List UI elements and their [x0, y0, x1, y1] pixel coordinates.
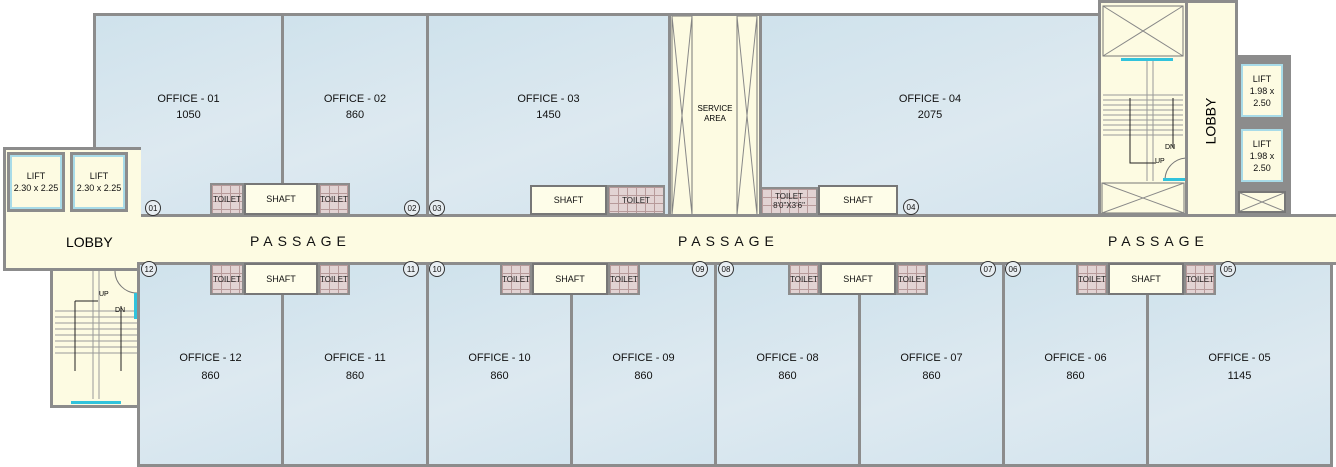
lift-size: 2.30 x 2.25: [76, 183, 122, 193]
office-area: 860: [201, 370, 220, 382]
office-08[interactable]: OFFICE - 08 860: [714, 262, 861, 467]
office-name: OFFICE - 03: [517, 93, 580, 105]
office-07[interactable]: OFFICE - 07 860: [858, 262, 1005, 467]
office-name: OFFICE - 08: [756, 352, 819, 364]
lift-size: 2.30 x 2.25: [13, 183, 59, 193]
duct-right: [1238, 191, 1286, 213]
door-03[interactable]: 03: [429, 200, 445, 216]
passage-label: PASSAGE: [678, 233, 779, 249]
office-10[interactable]: OFFICE - 10 860: [426, 262, 573, 467]
office-name: OFFICE - 09: [612, 352, 675, 364]
stair-core-right: UP DN: [1098, 0, 1188, 216]
office-area: 860: [634, 370, 653, 382]
lift-left-2: LIFT 2.30 x 2.25: [70, 152, 128, 212]
passage-label: PASSAGE: [250, 233, 351, 249]
office-name: OFFICE - 02: [323, 93, 387, 105]
office-area: 860: [922, 370, 941, 382]
lobby-label: LOBBY: [66, 234, 113, 250]
toilet: TOILET: [210, 183, 244, 215]
toilet: TOILET: [608, 263, 640, 295]
stair-left: UP DN: [50, 268, 140, 408]
passage-label: PASSAGE: [1108, 233, 1209, 249]
lift-size: 1.98 x 2.50: [1249, 150, 1275, 173]
shaft: SHAFT: [244, 263, 318, 295]
office-05[interactable]: OFFICE - 05 1145: [1146, 262, 1333, 467]
door-05[interactable]: 05: [1220, 261, 1236, 277]
office-name: OFFICE - 11: [324, 352, 386, 364]
door-07[interactable]: 07: [980, 261, 996, 277]
duct-cross-icon: [1239, 192, 1285, 212]
office-area: 860: [1066, 370, 1085, 382]
toilet: TOILET: [788, 263, 820, 295]
office-name: OFFICE - 05: [1208, 352, 1271, 364]
stair-up-label: UP: [1155, 158, 1165, 165]
shaft: SHAFT: [530, 185, 607, 215]
office-name: OFFICE - 01: [157, 93, 220, 105]
door-08[interactable]: 08: [718, 261, 734, 277]
lift-label: LIFT: [1252, 138, 1272, 149]
shaft-cross-icon: [671, 16, 758, 215]
shaft: SHAFT: [1108, 263, 1184, 295]
shaft: SHAFT: [244, 183, 318, 215]
office-12[interactable]: OFFICE - 12 860: [137, 262, 284, 467]
office-area: 860: [345, 109, 365, 121]
door-06[interactable]: 06: [1005, 261, 1021, 277]
stair-up-label: UP: [99, 291, 109, 298]
door-12[interactable]: 12: [141, 261, 157, 277]
office-name: OFFICE - 04: [898, 93, 962, 105]
stair-dn-label: DN: [1165, 144, 1176, 151]
door-02[interactable]: 02: [404, 200, 420, 216]
office-name: OFFICE - 07: [900, 352, 963, 364]
toilet-size: 8'0"X3'6": [773, 201, 805, 210]
door-11[interactable]: 11: [403, 261, 419, 277]
passage: PASSAGE PASSAGE PASSAGE: [3, 214, 1336, 265]
lift-size: 1.98 x 2.50: [1249, 85, 1275, 108]
office-area: 1145: [1227, 370, 1252, 382]
office-name: OFFICE - 12: [179, 352, 242, 364]
toilet: TOILET: [500, 263, 532, 295]
office-area: 860: [778, 370, 797, 382]
office-name: OFFICE - 10: [468, 352, 531, 364]
toilet: TOILET: [1076, 263, 1108, 295]
service-area-label: SERVICE AREA: [697, 104, 733, 123]
stair-icon: [1101, 5, 1185, 213]
lift-left-1: LIFT 2.30 x 2.25: [7, 152, 65, 212]
toilet: TOILET: [896, 263, 928, 295]
stair-dn-label: DN: [115, 307, 126, 314]
door-01[interactable]: 01: [145, 200, 161, 216]
office-area: 1450: [536, 109, 561, 121]
toilet: TOILET: [318, 183, 350, 215]
toilet: TOILET: [1184, 263, 1216, 295]
office-area: 860: [490, 370, 509, 382]
office-area: 860: [345, 370, 365, 382]
toilet: TOILET: [607, 185, 665, 215]
shaft: SHAFT: [818, 185, 898, 215]
stair-icon: [55, 271, 137, 404]
door-04[interactable]: 04: [903, 199, 919, 215]
office-name: OFFICE - 06: [1044, 352, 1107, 364]
toilet: TOILET: [210, 263, 244, 295]
toilet-label: TOILET: [775, 192, 803, 201]
shaft: SHAFT: [820, 263, 896, 295]
lift-label: LIFT: [89, 171, 109, 181]
door-09[interactable]: 09: [692, 261, 708, 277]
toilet: TOILET: [318, 263, 350, 295]
office-area: 1050: [176, 109, 201, 121]
service-area: SERVICE AREA: [668, 13, 762, 218]
office-06[interactable]: OFFICE - 06 860: [1002, 262, 1149, 467]
lobby-label: LOBBY: [1202, 97, 1219, 145]
lobby-right: LOBBY: [1185, 0, 1238, 218]
lift-label: LIFT: [1252, 73, 1272, 84]
lift-label: LIFT: [26, 171, 46, 181]
office-area: 2075: [917, 109, 943, 121]
office-09[interactable]: OFFICE - 09 860: [570, 262, 717, 467]
door-10[interactable]: 10: [429, 261, 445, 277]
shaft: SHAFT: [532, 263, 608, 295]
office-03[interactable]: OFFICE - 03 1450: [426, 13, 671, 218]
